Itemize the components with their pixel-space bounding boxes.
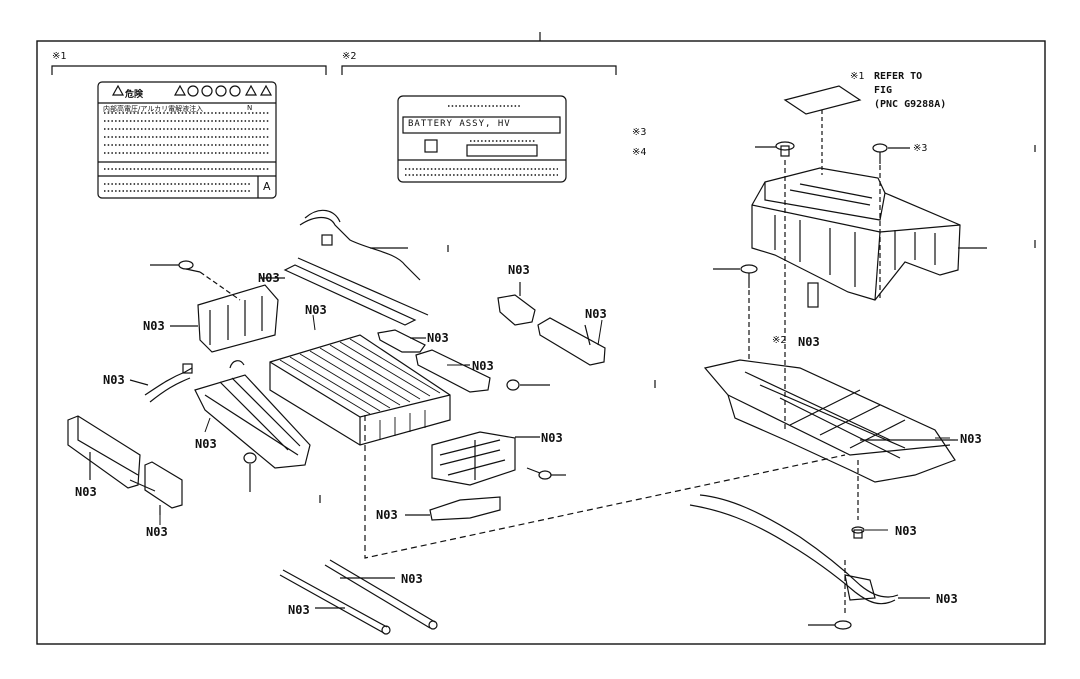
mid-bracket-c — [377, 329, 426, 353]
lower-tray-graphic — [703, 359, 958, 483]
bottom-rods-graphic — [279, 559, 438, 635]
upper-cover-graphic — [751, 167, 987, 301]
refer-sheet-graphic — [783, 85, 862, 115]
small-bar — [405, 496, 501, 521]
part-label: N03 — [401, 572, 423, 586]
front-bracket-b — [144, 461, 183, 515]
part-label: N03 — [541, 431, 563, 445]
warning-label-graphic — [97, 81, 277, 199]
wire-harness-right-graphic — [689, 494, 930, 605]
part-label: N03 — [143, 319, 165, 333]
mid-clip — [506, 379, 550, 391]
part-label: N03 — [960, 432, 982, 446]
front-bracket-a — [67, 415, 141, 489]
part-label: N03 — [427, 331, 449, 345]
part-label: N03 — [258, 271, 280, 285]
upper-harness-graphic — [299, 209, 421, 281]
part-label: N03 — [103, 373, 125, 387]
group2-bracket — [341, 65, 617, 75]
warning-label-title: 危険 — [125, 90, 144, 100]
left-bolt — [150, 260, 241, 301]
part-label: N03 — [936, 592, 958, 606]
cover-bolt-left — [755, 141, 795, 157]
warning-label-corner-letter: A — [263, 180, 271, 193]
mid-bracket-a — [497, 282, 536, 326]
upper-rods-graphic — [260, 257, 429, 326]
note-mark-2: ※2 — [772, 335, 787, 346]
right-centerlines — [748, 160, 881, 615]
part-label: N03 — [305, 303, 327, 317]
refer-note-mark: ※1 — [850, 71, 865, 82]
part-label: N03 — [895, 524, 917, 538]
group1-mark: ※1 — [52, 51, 67, 62]
battery-stack-graphic — [269, 334, 451, 446]
part-label: N03 — [376, 508, 398, 522]
group2-mark: ※2 — [342, 51, 357, 62]
battery-plate-graphic — [397, 95, 567, 183]
part-label: N03 — [146, 525, 168, 539]
note-mark-3a: ※3 — [632, 127, 647, 138]
note-mark-4: ※4 — [632, 147, 647, 158]
assembly-centerline — [364, 415, 846, 559]
harness-nut — [808, 620, 852, 630]
warning-label-corner-code: N — [247, 104, 253, 112]
part-label: N03 — [472, 359, 494, 373]
busbar-left-graphic — [194, 360, 311, 469]
part-label: N03 — [585, 307, 607, 321]
refer-note-line3: (PNC G9288A) — [874, 99, 947, 110]
cover-tag-graphic — [807, 282, 819, 308]
diagram-frame — [36, 40, 1046, 645]
refer-note-line2: FIG — [874, 85, 893, 96]
part-label: N03 — [508, 263, 530, 277]
cover-bolt-right — [872, 143, 910, 164]
lower-bracket-graphic — [431, 431, 540, 486]
lower-bolt — [526, 467, 566, 480]
left-bracket-graphic — [170, 284, 279, 353]
tray-bolt — [851, 526, 865, 539]
battery-plate-text: BATTERY ASSY, HV — [408, 119, 511, 129]
mid-bracket-b — [537, 317, 606, 366]
refer-note-line1: REFER TO — [874, 71, 923, 82]
warning-label-subtitle: 内部高電圧/アルカリ電解液注入 — [103, 105, 204, 113]
group1-bracket — [51, 65, 327, 75]
note-mark-3b: ※3 — [913, 143, 928, 154]
part-label: N03 — [75, 485, 97, 499]
cover-screw — [713, 264, 758, 288]
part-label: N03 — [798, 335, 820, 349]
part-label: N03 — [288, 603, 310, 617]
small-harness-left — [129, 363, 193, 403]
left-nut — [243, 452, 257, 492]
part-label: N03 — [195, 437, 217, 451]
leader-lines — [129, 314, 950, 531]
